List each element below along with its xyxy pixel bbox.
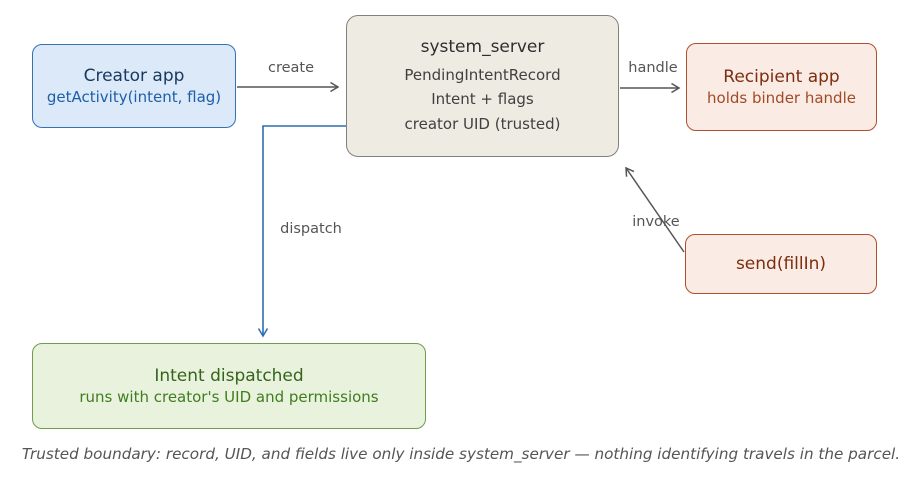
recipient-app-subtitle: holds binder handle (707, 88, 856, 107)
node-creator-app: Creator app getActivity(intent, flag) (32, 44, 236, 128)
system-server-title: system_server (420, 36, 545, 57)
send-fillin-title: send(fillIn) (735, 254, 827, 274)
system-server-line: creator UID (trusted) (404, 114, 561, 133)
node-system-server: system_server PendingIntentRecord Intent… (346, 15, 619, 157)
invoke-arrow (625, 166, 685, 253)
edge-label-handle: handle (628, 60, 678, 76)
recipient-app-title: Recipient app (723, 66, 840, 87)
edge-label-dispatch: dispatch (280, 221, 342, 237)
edge-label-invoke: invoke (632, 214, 680, 230)
node-send-fillin: send(fillIn) (685, 234, 877, 294)
system-server-line: Intent + flags (431, 90, 534, 109)
node-intent-dispatched: Intent dispatched runs with creator's UI… (32, 343, 426, 429)
creator-app-subtitle: getActivity(intent, flag) (46, 87, 222, 106)
node-recipient-app: Recipient app holds binder handle (686, 43, 877, 131)
edge-label-create: create (267, 60, 315, 76)
creator-app-title: Creator app (83, 65, 185, 86)
caption: Trusted boundary: record, UID, and field… (21, 445, 901, 463)
system-server-line: PendingIntentRecord (404, 65, 561, 84)
intent-dispatched-subtitle: runs with creator's UID and permissions (79, 387, 379, 406)
intent-dispatched-title: Intent dispatched (154, 365, 304, 386)
